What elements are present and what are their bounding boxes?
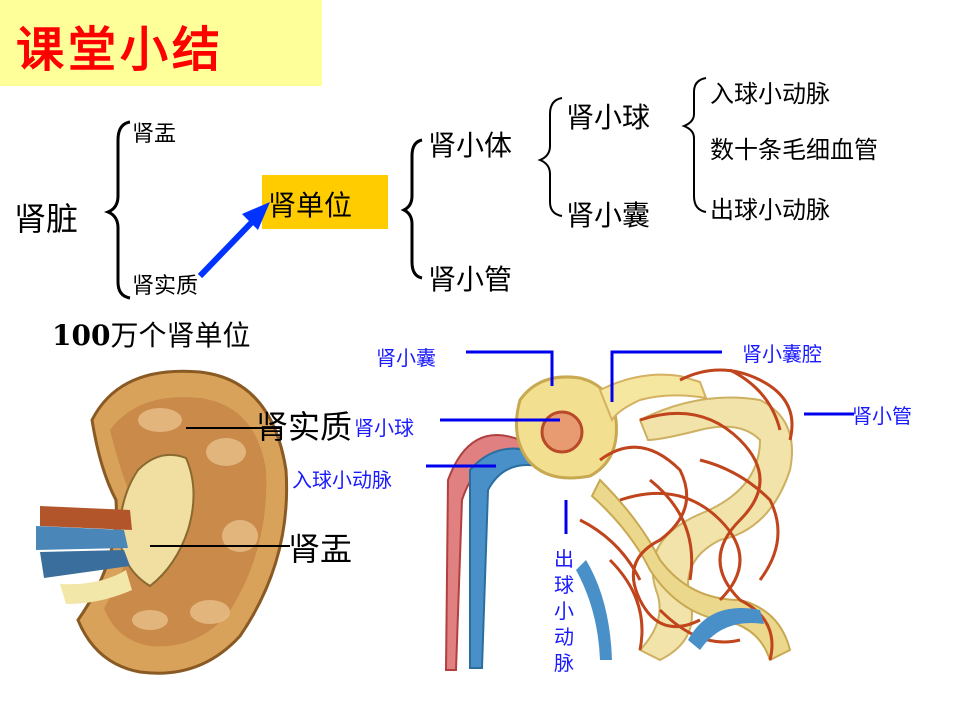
nephron-count-number: 100 [52, 319, 111, 352]
efferent-char: 脉 [554, 651, 574, 675]
label-capillaries: 数十条毛细血管 [710, 136, 878, 164]
label-leaders [426, 350, 854, 534]
nephron-fig-capsule-cavity: 肾小囊腔 [742, 342, 822, 366]
label-renal-tubule: 肾小管 [428, 263, 513, 296]
efferent-char: 球 [554, 573, 574, 597]
arrow-icon [197, 202, 270, 279]
label-nephron: 肾单位 [268, 189, 353, 222]
label-renal-corpuscle: 肾小体 [428, 129, 513, 162]
label-kidney: 肾脏 [14, 200, 79, 238]
nephron-count-text: 万个肾单位 [110, 319, 251, 352]
nephron-highlight [262, 175, 388, 229]
nephron-fig-capsule: 肾小囊 [376, 346, 436, 370]
label-efferent: 出球小动脉 [710, 196, 830, 224]
nephron-fig-tubule: 肾小管 [852, 404, 912, 428]
label-glomerulus: 肾小球 [566, 101, 651, 134]
label-afferent: 入球小动脉 [710, 80, 830, 108]
page-title: 课堂小结 [16, 22, 225, 78]
efferent-char: 动 [554, 625, 574, 649]
kidney-fig-parenchyma: 肾实质 [256, 408, 353, 446]
nephron-fig-afferent: 入球小动脉 [292, 468, 392, 492]
label-parenchyma: 肾实质 [132, 274, 199, 299]
kidney-illustration [36, 369, 290, 675]
label-pelvis: 肾盂 [132, 122, 177, 147]
corpuscle-brace [537, 97, 563, 217]
efferent-char: 出 [554, 547, 574, 571]
nephron-brace [400, 138, 423, 280]
efferent-char: 小 [554, 599, 574, 623]
nephron-count: 100万个肾单位 [52, 314, 250, 354]
nephron-fig-glomerulus: 肾小球 [354, 416, 414, 440]
glomerulus-brace [681, 77, 707, 213]
nephron-illustration [444, 368, 794, 671]
nephron-fig-efferent: 出 球 小 动 脉 [552, 546, 576, 676]
title-banner: 课堂小结 [0, 0, 322, 86]
kidney-fig-pelvis: 肾盂 [288, 530, 353, 568]
label-capsule: 肾小囊 [566, 199, 651, 232]
kidney-brace [103, 120, 131, 300]
